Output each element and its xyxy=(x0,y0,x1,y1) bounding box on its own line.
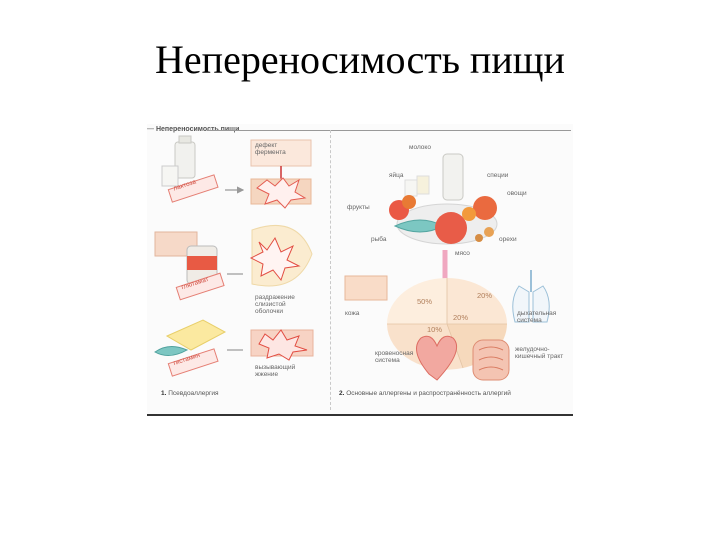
pie-label-gi: 20% xyxy=(453,313,469,322)
defect-enzyme-label: дефект фермента xyxy=(255,142,286,156)
figure-heading: Непереносимость пищи xyxy=(147,126,239,133)
skin-label: кожа xyxy=(345,310,360,317)
gi-label: желудочно-кишечный тракт xyxy=(515,346,564,360)
skin-icon xyxy=(344,275,388,301)
pie-label-skin: 50% xyxy=(417,297,433,306)
pie-label-respiratory: 20% xyxy=(477,291,493,300)
caption-2-text: Основные аллергены и распространённость … xyxy=(346,390,511,397)
fruits-label: фрукты xyxy=(347,204,370,211)
glutamate-tag-icon xyxy=(175,272,225,301)
slide-title: Непереносимость пищи xyxy=(155,37,565,82)
irritation-label: раздражение слизистой оболочки xyxy=(255,294,295,315)
lactose-tag-icon xyxy=(167,174,219,203)
caption-1-number: 1. xyxy=(161,390,167,397)
heading-rule xyxy=(207,130,571,131)
burning-label: вызывающий жжение xyxy=(255,364,296,378)
eggs-label: яйца xyxy=(389,172,404,179)
meat-label: мясо xyxy=(455,250,470,257)
food-intolerance-figure: Непереносимость пищи xyxy=(147,124,573,416)
caption-2-number: 2. xyxy=(339,390,345,397)
vegetables-label: овощи xyxy=(507,190,527,197)
panel-divider xyxy=(330,130,331,410)
milk-label: молоко xyxy=(409,144,431,151)
figure-illustration xyxy=(154,135,550,381)
milk-bottle-icon xyxy=(161,135,196,187)
intestines-icon xyxy=(472,339,510,381)
pie-label-blood: 10% xyxy=(427,325,443,334)
caption-1-text: Псевдоаллергия xyxy=(168,390,219,397)
lungs-icon xyxy=(512,285,530,323)
nuts-label: орехи xyxy=(499,236,517,243)
spices-label: специи xyxy=(487,172,509,179)
meat-icon xyxy=(435,212,467,244)
vegetable-icon xyxy=(473,196,497,220)
respiratory-label: дыхательная система xyxy=(517,310,557,324)
caption-1: 1. Псевдоаллергия xyxy=(161,390,219,397)
caption-2: 2. Основные аллергены и распространённос… xyxy=(339,390,519,397)
fish-label: рыба xyxy=(371,236,387,243)
nuts-icon xyxy=(484,227,494,237)
milk-icon xyxy=(442,153,464,201)
histamine-tag-icon xyxy=(167,348,219,377)
heart-icon xyxy=(416,335,457,381)
blood-label: кровеносная система xyxy=(375,350,414,364)
